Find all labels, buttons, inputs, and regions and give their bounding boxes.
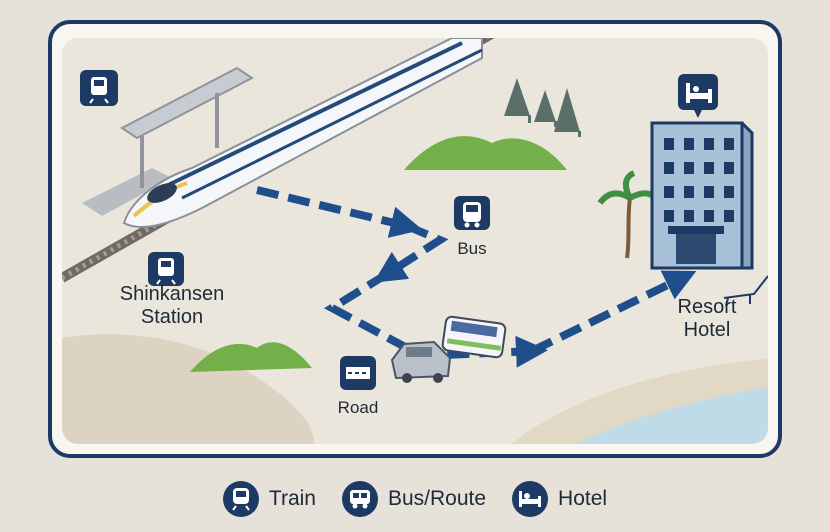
legend: Train Bus/Route Hotel [0, 470, 830, 528]
bus-vehicle [441, 315, 507, 359]
legend-label: Hotel [558, 487, 608, 510]
station-label: Shinkansen Station [119, 283, 225, 328]
station-badge [148, 252, 184, 286]
map-area: Shinkansen Station Bus Road Resort Hotel [62, 38, 768, 444]
bed-icon [512, 481, 549, 517]
hills-top [404, 136, 567, 170]
legend-item-train: Train [222, 481, 316, 517]
route-path [256, 186, 697, 368]
train-badge [80, 70, 118, 106]
map-illustration [62, 38, 768, 444]
hills-bottom [190, 342, 312, 372]
bullet-train [122, 38, 483, 229]
bus-label: Bus [457, 239, 487, 258]
legend-label: Train [268, 487, 316, 510]
sea-water [577, 387, 768, 444]
beach-sand [62, 334, 314, 444]
lounge-chair [723, 275, 768, 307]
map-card: Shinkansen Station Bus Road Resort Hotel [48, 20, 782, 458]
bus-icon [341, 481, 378, 517]
hotel-label: Resort Hotel [677, 296, 737, 341]
legend-item-bus: Bus/Route [341, 481, 487, 517]
road-label: Road [337, 398, 379, 417]
hotel-building [650, 121, 754, 270]
train-icon [222, 481, 259, 517]
legend-item-hotel: Hotel [512, 481, 607, 517]
pine-trees [504, 78, 581, 137]
bus-badge [454, 196, 490, 230]
legend-label: Bus/Route [387, 487, 487, 510]
hotel-badge [678, 74, 718, 118]
road-badge [340, 356, 376, 390]
station-building [82, 66, 254, 216]
car [390, 340, 452, 383]
